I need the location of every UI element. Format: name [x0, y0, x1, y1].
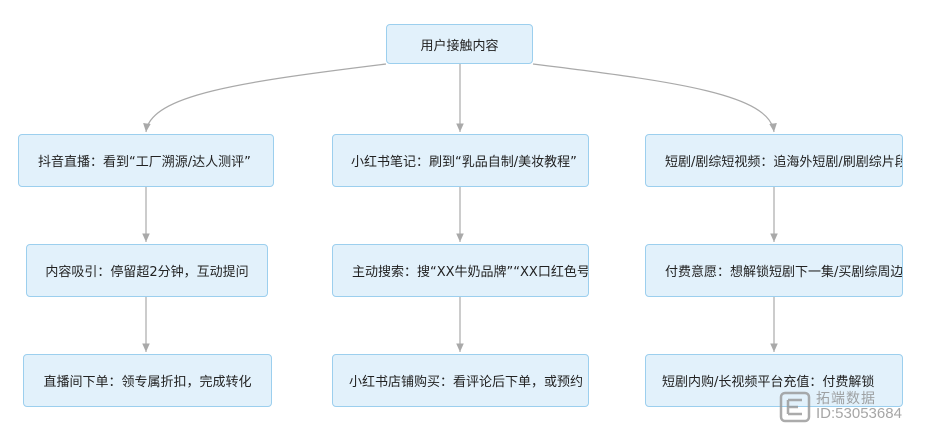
col2-level3-label: 小红书店铺购买：看评论后下单，或预约: [349, 375, 584, 390]
col2-level1-label: 小红书笔记：刷到“乳品自制/美妆教程”: [351, 155, 577, 170]
col1-level2-label: 内容吸引：停留超2分钟，互动提问: [45, 265, 249, 280]
watermark: 拓端数据 ID:53053684: [778, 388, 928, 428]
brand-logo-icon: [779, 391, 811, 423]
col1-level1-node: 抖音直播：看到“工厂溯源/达人测评”: [18, 134, 274, 187]
edge-root-to-col3: [532, 63, 777, 133]
watermark-id: ID:53053684: [816, 405, 902, 422]
col1-level1-label: 抖音直播：看到“工厂溯源/达人测评”: [38, 155, 251, 170]
col2-level2-label: 主动搜索：搜“XX牛奶品牌”“XX口红色号”: [352, 265, 589, 280]
col3-level1-node: 短剧/剧综短视频：追海外短剧/刷剧综片段: [645, 134, 903, 187]
col3-level3-node: 短剧内购/长视频平台充值：付费解锁: [645, 354, 903, 407]
col2-level3-node: 小红书店铺购买：看评论后下单，或预约: [332, 354, 589, 407]
col1-level3-node: 直播间下单：领专属折扣，完成转化: [23, 354, 272, 407]
col2-level2-node: 主动搜索：搜“XX牛奶品牌”“XX口红色号”: [332, 244, 589, 297]
col3-level3-label: 短剧内购/长视频平台充值：付费解锁: [662, 375, 875, 390]
col3-level2-node: 付费意愿：想解锁短剧下一集/买剧综周边: [645, 244, 903, 297]
watermark-name: 拓端数据: [816, 391, 876, 407]
col1-level3-label: 直播间下单：领专属折扣，完成转化: [43, 375, 252, 390]
col3-level2-label: 付费意愿：想解锁短剧下一集/买剧综周边: [665, 265, 903, 280]
col2-level1-node: 小红书笔记：刷到“乳品自制/美妆教程”: [332, 134, 589, 187]
edge-root-to-col1: [143, 63, 387, 133]
root-node-label: 用户接触内容: [420, 38, 499, 54]
col3-level1-label: 短剧/剧综短视频：追海外短剧/刷剧综片段: [665, 155, 903, 170]
root-node: 用户接触内容: [386, 24, 533, 64]
col1-level2-node: 内容吸引：停留超2分钟，互动提问: [26, 244, 268, 297]
